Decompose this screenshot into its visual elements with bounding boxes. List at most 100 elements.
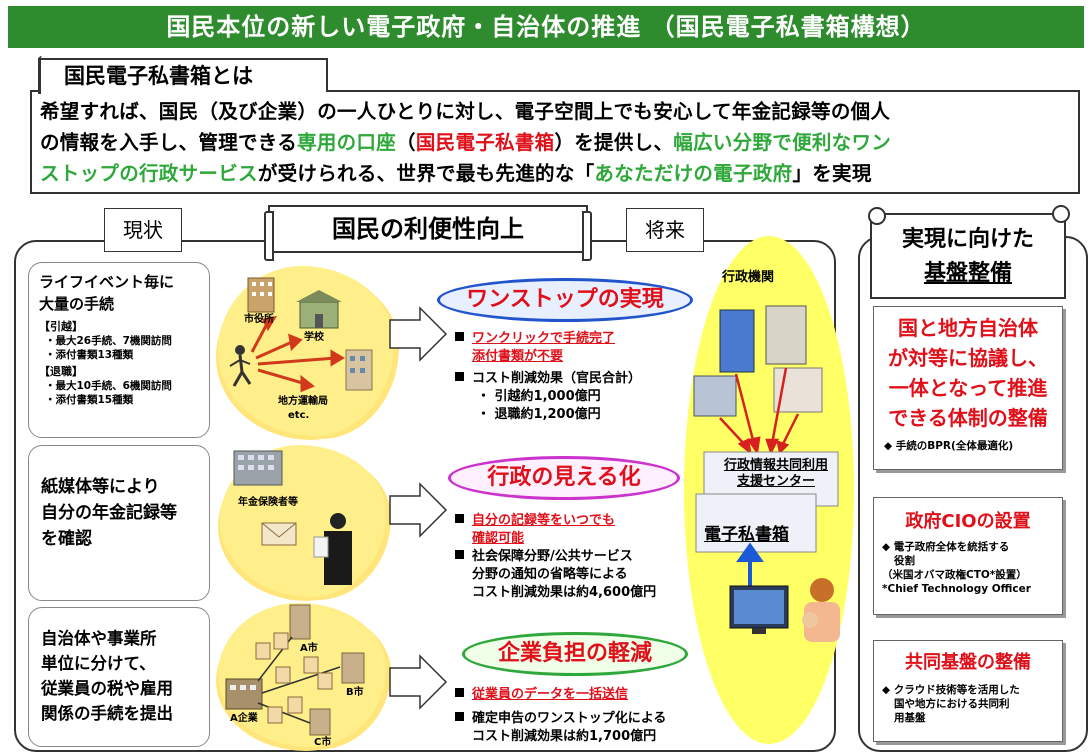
- box-line: できる体制の整備: [888, 406, 1048, 430]
- city-b-label: B市: [346, 687, 364, 698]
- school-label: 学校: [304, 332, 324, 343]
- card-line: 紙媒体等により: [41, 477, 160, 497]
- box-note: ◆ 手続のBPR(全体最適化): [884, 440, 1014, 452]
- city-c-building-icon: [309, 708, 331, 736]
- city-c-label: C市: [314, 737, 332, 748]
- walking-person-icon: [229, 345, 252, 387]
- up-arrow-icon: [736, 542, 764, 590]
- cloud-life-events: 市役所 学校 地方運輸局 etc.: [218, 266, 394, 436]
- sub-item: ・ 退職約1,200億円: [477, 407, 601, 422]
- box-line: ◆ クラウド技術等を活用した: [882, 684, 1020, 696]
- transport-label: 地方運輸局: [278, 396, 328, 407]
- cloud-employer: A市 B市 C市 A企業: [218, 603, 386, 748]
- future-2-bullets: 自分の記録等をいつでも 確認可能 社会保障分野/公共サービス 分野の通知の省略等…: [455, 512, 695, 602]
- move-title: 【引越】: [39, 320, 83, 333]
- right-box-cio: 政府CIOの設置 ◆ 電子政府全体を統括する 役割 （米国オバマ政権CTO*設置…: [873, 497, 1063, 615]
- company-label: A企業: [230, 713, 258, 724]
- box-line: *Chief Technology Officer: [882, 583, 1031, 595]
- card-line: 単位に分けて、: [41, 654, 156, 673]
- card-line: 自治体や事業所: [41, 629, 157, 648]
- data-flow-arrows: [719, 367, 800, 456]
- move-item: ・最大26手続、7機関訪問: [45, 335, 172, 347]
- banner-convenience: 国民の利便性向上: [264, 205, 592, 261]
- bullet-item: 従業員のデータを一括送信: [455, 686, 695, 704]
- box-line: （米国オバマ政権CTO*設置）: [882, 569, 1027, 581]
- card-line: 自分の年金記録等: [41, 503, 177, 523]
- block-arrow-2: [389, 482, 448, 538]
- city-a-label: A市: [300, 643, 318, 654]
- card-line: 関係の手続を提出: [41, 704, 173, 723]
- page-title: 国民本位の新しい電子政府・自治体の推進 （国民電子私書箱構想）: [8, 6, 1084, 48]
- company-building-icon: [225, 678, 263, 710]
- sub-item: ・ 引越約1,000億円: [477, 389, 601, 404]
- box-line: が対等に協議し、: [888, 346, 1048, 370]
- box-line: 国や地方における共同利: [894, 698, 1010, 710]
- oval-visualize: 行政の見える化: [448, 456, 680, 500]
- person-reading-icon: [313, 513, 352, 585]
- city-hall-building-icon: [247, 277, 275, 313]
- box-title: 政府CIOの設置: [905, 511, 1031, 532]
- card-heading: ライフイベント毎に: [39, 273, 175, 291]
- card-line: 従業員の税や雇用: [41, 679, 173, 698]
- bullet-item: ワンクリックで手続完了: [455, 330, 685, 348]
- box-line: 用基盤: [894, 712, 926, 724]
- situation-card-life-events: ライフイベント毎に 大量の手続 【引越】 ・最大26手続、7機関訪問 ・添付書類…: [28, 262, 210, 438]
- move-item: ・添付書類13種類: [45, 349, 134, 361]
- box-line: ◆ 電子政府全体を統括する: [882, 541, 1010, 553]
- card-heading: 大量の手続: [39, 295, 115, 313]
- label-future: 将来: [626, 208, 704, 252]
- label-current: 現状: [104, 208, 182, 252]
- box-line: 一体となって推進: [888, 376, 1048, 400]
- cloud-pension: 年金保険者等: [220, 445, 386, 597]
- bullet-item: 自分の記録等をいつでも: [455, 512, 695, 530]
- bullet-item-cont: 確認可能: [472, 531, 525, 546]
- block-arrow-1: [389, 306, 448, 362]
- bullet-item: コスト削減効果（官民合計）: [455, 370, 685, 388]
- oval-one-stop: ワンストップの実現: [437, 278, 693, 322]
- definition-box: 希望すれば、国民（及び企業）の一人ひとりに対し、電子空間上でも安心して年金記録等…: [30, 90, 1080, 194]
- mailbox-label: 電子私書箱: [704, 525, 789, 545]
- transport-building-icon: [345, 349, 373, 391]
- bullet-item-cont: 分野の通知の省略等による: [472, 567, 628, 582]
- agencies-label: 行政機関: [722, 270, 775, 285]
- right-box-infrastructure: 共同基盤の整備 ◆ クラウド技術等を活用した 国や地方における共同利 用基盤: [873, 640, 1063, 742]
- route-arrows: [250, 315, 345, 393]
- box-title: 共同基盤の整備: [905, 652, 1031, 673]
- city-a-building-icon: [289, 604, 311, 640]
- cloud-3-illustration: [225, 604, 365, 736]
- future-1-bullets: ワンクリックで手続完了 添付書類が不要 コスト削減効果（官民合計） ・ 引越約1…: [455, 330, 685, 424]
- right-heading: 実現に向けた基盤整備: [868, 205, 1070, 299]
- box-line: 役割: [894, 555, 915, 567]
- definition-line-1: 希望すれば、国民（及び企業）の一人ひとりに対し、電子空間上でも安心して年金記録等…: [40, 100, 891, 123]
- ellipse-illustration: [693, 305, 840, 642]
- card-line: を確認: [41, 529, 92, 549]
- city-b-building-icon: [341, 652, 365, 684]
- retire-item: ・最大10手続、6機関訪問: [45, 380, 172, 392]
- document-envelopes-icon: [255, 632, 333, 724]
- agency-building-icon: [765, 305, 807, 365]
- definition-line-2: の情報を入手し、管理できる専用の口座（国民電子私書箱）を提供し、幅広い分野で便利…: [40, 131, 892, 154]
- right-box-cooperation: 国と地方自治体 が対等に協議し、 一体となって推進 できる体制の整備 ◆ 手続の…: [873, 306, 1063, 470]
- pension-office-building-icon: [233, 450, 283, 486]
- box-line: 国と地方自治体: [898, 316, 1038, 340]
- bullet-item-cont: コスト削減効果は約1,700億円: [472, 729, 657, 744]
- city-hall-label: 市役所: [244, 314, 274, 325]
- etc-label: etc.: [288, 410, 310, 421]
- oval-business-burden: 企業負担の軽減: [462, 632, 688, 676]
- bullet-item: 確定申告のワンストップ化による: [455, 710, 695, 728]
- tv-monitor-icon: [729, 585, 789, 634]
- bullet-item-cont: コスト削減効果は約4,600億円: [472, 585, 657, 600]
- retire-item: ・添付書類15種類: [45, 394, 134, 406]
- situation-card-employer: 自治体や事業所 単位に分けて、 従業員の税や雇用 関係の手続を提出: [28, 607, 210, 747]
- support-center-label: 行政情報共同利用支援センター: [723, 458, 828, 489]
- cloud-1-illustration: [229, 277, 373, 393]
- bullet-item-cont: 添付書類が不要: [472, 349, 564, 364]
- block-arrow-3: [389, 654, 448, 710]
- bullet-item: 社会保障分野/公共サービス: [455, 548, 695, 566]
- future-3-bullets: 従業員のデータを一括送信 確定申告のワンストップ化による コスト削減効果は約1,…: [455, 686, 695, 746]
- school-building-icon: [296, 290, 342, 329]
- retire-title: 【退職】: [39, 365, 83, 378]
- pension-label: 年金保険者等: [238, 497, 298, 508]
- cloud-2-illustration: [233, 450, 352, 585]
- agency-building-icon: [719, 309, 755, 373]
